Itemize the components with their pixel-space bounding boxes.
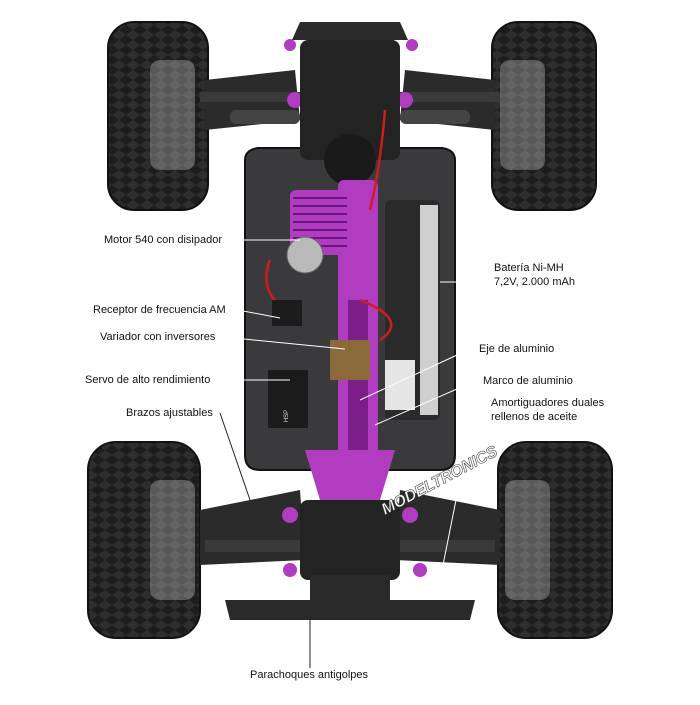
battery-pack xyxy=(385,200,440,420)
label-battery-line2: 7,2V, 2.000 mAh xyxy=(494,276,575,288)
label-bumper: Parachoques antigolpes xyxy=(250,669,369,681)
front-bumper xyxy=(292,22,408,40)
label-servo: Servo de alto rendimiento xyxy=(85,374,211,386)
svg-text:HSP: HSP xyxy=(284,410,290,422)
front-left-wheel xyxy=(107,21,209,211)
front-suspension xyxy=(200,39,500,130)
label-esc: Variador con inversores xyxy=(100,331,216,343)
front-gearbox xyxy=(300,40,400,160)
label-shocks-line2: rellenos de aceite xyxy=(491,411,578,423)
motor-heatsink xyxy=(286,190,350,274)
label-frame: Marco de aluminio xyxy=(483,375,573,387)
callout-lines xyxy=(219,239,490,668)
label-receiver: Receptor de frecuencia AM xyxy=(93,304,226,316)
label-arms: Brazos ajustables xyxy=(126,407,213,419)
front-right-wheel xyxy=(491,21,597,211)
aluminium-frame xyxy=(305,180,395,500)
label-shocks-line1: Amortiguadores duales xyxy=(491,397,605,409)
label-motor: Motor 540 con disipador xyxy=(104,234,223,246)
label-axle: Eje de aluminio xyxy=(479,343,555,355)
rear-suspension xyxy=(200,490,500,580)
rear-right-wheel xyxy=(497,441,613,639)
rear-left-wheel xyxy=(87,441,201,639)
label-battery-line1: Batería Ni-MH xyxy=(494,262,564,274)
receiver xyxy=(272,300,302,326)
speed-controller xyxy=(330,340,370,380)
